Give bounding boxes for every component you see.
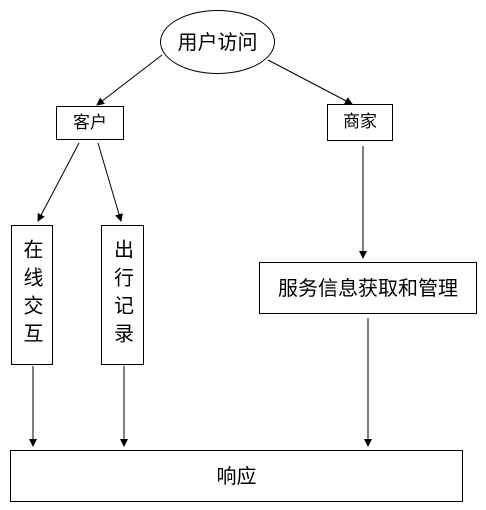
online-interaction-label: 在线交互 — [20, 239, 44, 351]
response-label: 响应 — [216, 464, 257, 488]
service-management-node: 服务信息获取和管理 — [259, 262, 477, 314]
merchant-node: 商家 — [327, 104, 393, 141]
customer-node: 客户 — [56, 106, 124, 140]
user-access-node: 用户访问 — [160, 10, 275, 74]
customer-label: 客户 — [73, 112, 107, 133]
arrow-customer-to-trip-record — [97, 142, 123, 222]
service-management-label: 服务信息获取和管理 — [278, 276, 458, 300]
arrow-root-to-merchant — [267, 59, 353, 105]
arrow-root-to-customer — [96, 54, 163, 106]
arrow-customer-to-online-interaction — [37, 142, 80, 222]
trip-record-node: 出行记录 — [101, 225, 144, 365]
user-access-label: 用户访问 — [177, 30, 258, 54]
trip-record-label: 出行记录 — [110, 239, 135, 351]
online-interaction-node: 在线交互 — [11, 225, 53, 365]
merchant-label: 商家 — [343, 112, 377, 132]
response-node: 响应 — [10, 450, 463, 502]
